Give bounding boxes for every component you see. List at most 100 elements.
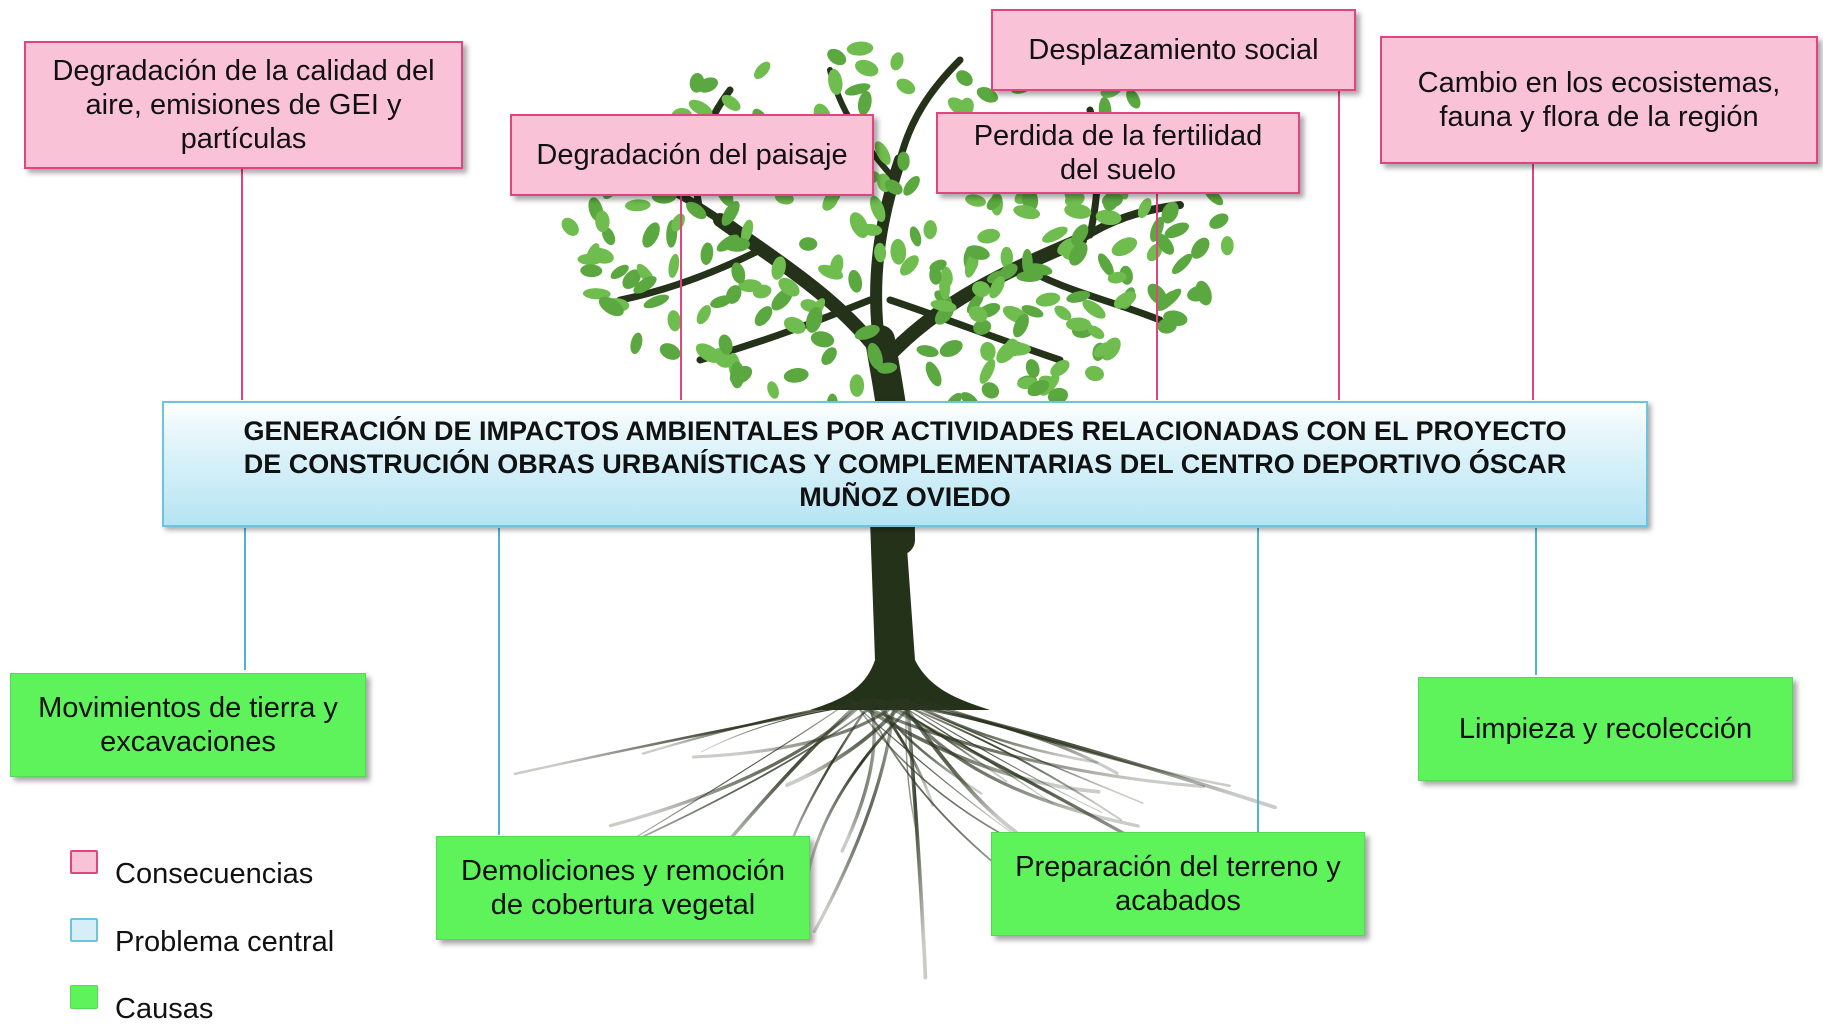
tree-leaf	[1013, 205, 1041, 220]
tree-leaf	[890, 238, 907, 265]
tree-leaf	[1156, 290, 1178, 311]
tree-root	[641, 698, 880, 755]
tree-leaf	[1220, 236, 1234, 256]
tree-root	[897, 699, 1103, 813]
tree-leaf	[602, 227, 616, 246]
tree-leaf	[688, 99, 713, 117]
tree-leaf	[1066, 290, 1091, 303]
tree-root	[898, 699, 1144, 804]
tree-leaf	[1042, 226, 1068, 243]
tree-leaf	[1000, 246, 1014, 269]
tree-leaf	[965, 194, 987, 207]
tree-leaf	[897, 151, 910, 171]
tree-root	[905, 699, 918, 837]
tree-leaf	[595, 210, 610, 233]
tree-leaf	[1082, 299, 1106, 319]
tree-leaf	[1035, 292, 1061, 307]
tree-leaf	[844, 83, 871, 96]
consequence-soil-fertility: Perdida de la fertilidad del suelo	[936, 112, 1300, 194]
tree-root	[868, 698, 1119, 775]
tree-leaf	[696, 305, 711, 325]
cause-earthworks-label: Movimientos de tierra y excavaciones	[38, 692, 338, 758]
tree-leaf	[1066, 317, 1091, 332]
tree-leaf	[1064, 203, 1092, 219]
consequence-landscape: Degradación del paisaje	[510, 114, 874, 196]
tree-leaf	[1087, 325, 1105, 339]
tree-leaf	[860, 223, 883, 236]
cause-terrain-preparation: Preparación del terreno y acabados	[991, 832, 1365, 936]
tree-leaf	[622, 269, 641, 290]
tree-leaf	[585, 243, 600, 266]
tree-leaf	[981, 382, 1000, 399]
tree-leaf	[854, 324, 880, 340]
tree-leaf	[1191, 237, 1210, 259]
tree-leaf	[986, 194, 1002, 211]
tree-leaf	[916, 345, 939, 358]
tree-leaf	[667, 310, 681, 332]
tree-leaf	[896, 78, 916, 95]
consequence-social-displacement-label: Desplazamiento social	[1028, 34, 1319, 66]
tree-leaf	[1050, 359, 1070, 377]
tree-leaf	[1155, 233, 1175, 255]
tree-leaf	[598, 296, 624, 317]
cause-demolition: Demoliciones y remoción de cobertura veg…	[436, 836, 810, 940]
cause-demolition-label: Demoliciones y remoción de cobertura veg…	[461, 855, 785, 921]
cause-earthworks: Movimientos de tierra y excavaciones	[10, 673, 366, 777]
tree-leaf	[828, 68, 843, 95]
tree-leaf	[642, 222, 660, 248]
tree-root	[878, 698, 983, 795]
tree-leaf	[977, 228, 1001, 244]
tree-leaf	[725, 285, 742, 304]
tree-leaf	[973, 319, 992, 335]
tree-leaf	[721, 200, 740, 226]
tree-leaf	[929, 259, 947, 272]
consequence-ecosystems-label: Cambio en los ecosistemas, fauna y flora…	[1417, 67, 1781, 133]
tree-leaf	[1016, 270, 1043, 283]
tree-leaf	[968, 305, 988, 323]
tree-leaf	[909, 226, 922, 247]
tree-leaf	[689, 73, 705, 93]
tree-leaf	[668, 253, 680, 278]
tree-leaf	[633, 276, 657, 294]
tree-leaf	[1093, 341, 1114, 358]
tree-leaf	[855, 59, 879, 77]
tree-leaf	[754, 306, 773, 327]
tree-leaf	[659, 343, 681, 360]
tree-leaf	[643, 294, 670, 309]
tree-leaf	[1095, 209, 1122, 226]
tree-leaf	[771, 256, 786, 280]
tree-leaf	[686, 201, 707, 220]
legend-swatch-central-problem	[70, 918, 98, 942]
tree-leaf	[783, 368, 809, 383]
tree-leaf	[767, 381, 779, 399]
tree-leaf	[1107, 271, 1127, 284]
tree-leaf	[1054, 305, 1072, 321]
consequence-landscape-label: Degradación del paisaje	[536, 139, 848, 171]
tree-leaf	[829, 254, 844, 278]
tree-leaf	[900, 255, 919, 276]
tree-leaf	[930, 299, 957, 312]
tree-root	[513, 698, 880, 776]
tree-leaf	[1097, 253, 1114, 277]
tree-root	[608, 698, 868, 828]
tree-leaf	[1171, 253, 1193, 275]
consequence-ecosystems: Cambio en los ecosistemas, fauna y flora…	[1380, 36, 1818, 164]
tree-leaf	[1101, 192, 1123, 208]
cause-cleaning-label: Limpieza y recolección	[1458, 713, 1753, 745]
tree-leaf	[724, 237, 750, 252]
tree-leaf	[625, 199, 651, 212]
tree-leaf	[1111, 237, 1138, 257]
tree-leaf	[903, 175, 920, 196]
tree-leaf	[582, 288, 611, 300]
tree-leaf	[805, 306, 823, 333]
tree-leaf	[721, 94, 741, 111]
tree-leaf	[1164, 222, 1190, 239]
tree-leaf	[1005, 338, 1021, 357]
tree-leaf	[965, 245, 990, 260]
legend-swatch-consequences	[70, 850, 98, 874]
tree-root	[895, 698, 1140, 828]
tree-leaf	[1071, 224, 1089, 246]
cause-terrain-preparation-label: Preparación del terreno y acabados	[1015, 851, 1341, 917]
tree-leaf	[695, 343, 721, 363]
